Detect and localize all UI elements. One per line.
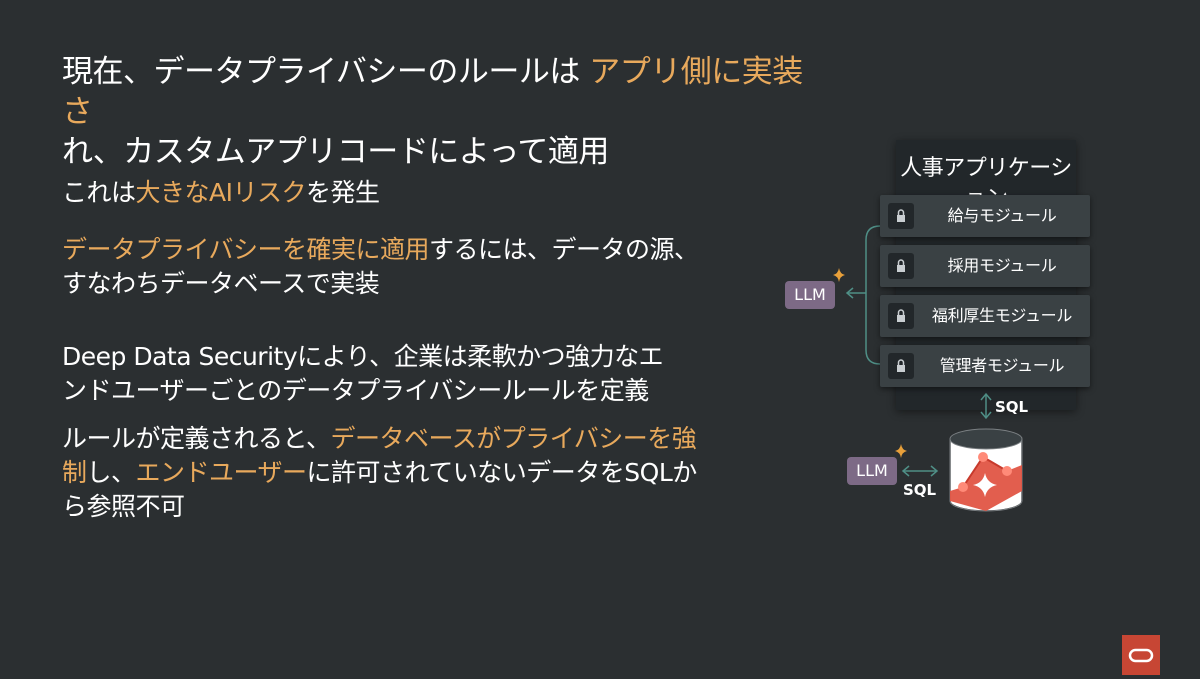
bullet2-line2: すなわちデータベースで実装 [62,269,380,298]
slide-title: 現在、データプライバシーのルールは アプリ側に実装さ れ、カスタムアプリコードに… [62,52,822,172]
sparkle-icon [833,268,845,282]
title-line2: れ、カスタムアプリコードによって適用 [62,134,609,170]
sql-label-vertical: SQL [995,398,1029,416]
bullet1-accent: 大きなAIリスク [135,178,307,207]
bullet3-line1: Deep Data Securityにより、企業は柔軟かつ強力なエ [62,342,664,371]
bullet-deep-data-security: Deep Data Securityにより、企業は柔軟かつ強力なエ ンドユーザー… [62,340,722,408]
bullet4-text-post: に許可されていないデータをSQLか [306,458,698,487]
lock-icon [888,303,914,329]
bullet-ai-risk: これは大きなAIリスクを発生 [62,176,722,210]
arrow-left-icon [901,465,910,477]
bullet4-accent2: エンドユーザー [135,458,308,487]
arrow-left-icon [845,287,854,299]
module-label: 福利厚生モジュール [931,306,1073,325]
bullet2-text: するには、データの源、 [429,235,699,264]
bullet-rules-defined: ルールが定義されると、データベースがプライバシーを強 制し、エンドユーザーに許可… [62,422,722,524]
bullet4-line3: ら参照不可 [62,492,185,521]
bullet1-text-end: を発生 [306,178,380,207]
bullet-enforce-privacy: データプライバシーを確実に適用するには、データの源、 すなわちデータベースで実装 [62,233,722,301]
llm-badge-database: LLM [847,457,897,485]
llm-badge-app: LLM [785,281,835,309]
lock-icon [888,203,914,229]
bullet4-accent1-cont: 制 [62,458,87,487]
bullet2-accent: データプライバシーを確実に適用 [62,235,430,264]
sql-label-horizontal: SQL [903,481,937,499]
module-payroll: 給与モジュール [880,195,1090,237]
lock-icon [888,253,914,279]
arrow-down-icon [980,411,992,420]
bullet4-text-mid: し、 [86,458,137,487]
database-icon [949,428,1023,512]
sparkle-icon [895,444,907,458]
bullet4-accent1: データベースがプライバシーを強 [330,424,697,453]
module-label: 給与モジュール [947,206,1057,225]
module-benefits: 福利厚生モジュール [880,295,1090,337]
bullet4-text: ルールが定義されると、 [62,424,331,453]
module-label: 管理者モジュール [939,356,1065,375]
module-admin: 管理者モジュール [880,345,1090,387]
module-brace-line [865,225,881,365]
module-recruiting: 採用モジュール [880,245,1090,287]
lock-icon [888,353,914,379]
oracle-logo [1122,635,1160,675]
title-line1-accent: アプリ側に実装さ [62,54,803,130]
bullet1-text: これは [62,178,136,207]
arrow-right-icon [930,465,939,477]
bullet3-line2: ンドユーザーごとのデータプライバシールールを定義 [62,376,649,405]
module-label: 採用モジュール [947,256,1057,275]
title-line1: 現在、データプライバシーのルールは [62,54,580,90]
